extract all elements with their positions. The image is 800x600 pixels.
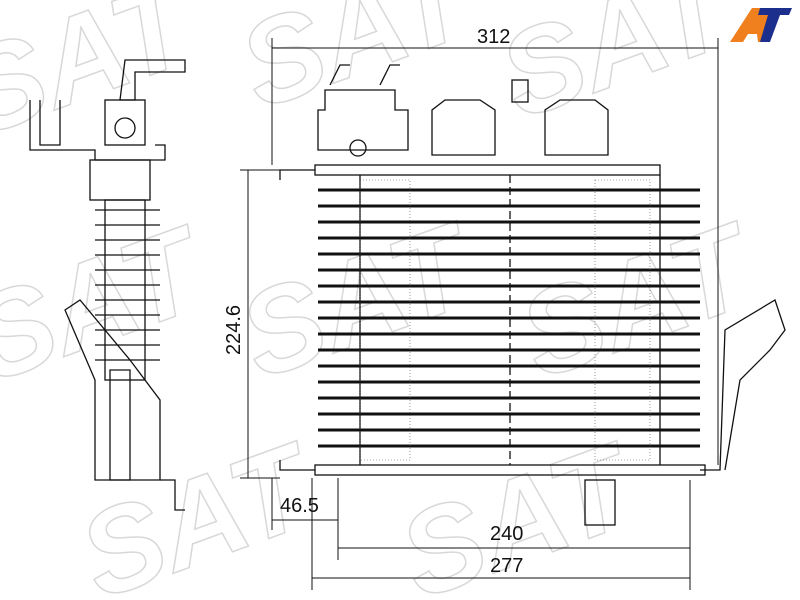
svg-text:SAT: SAT xyxy=(503,196,774,404)
logo xyxy=(730,8,792,42)
cooler-fins xyxy=(318,188,700,448)
dim-height: 224.6 xyxy=(223,305,245,355)
svg-text:SAT: SAT xyxy=(223,0,494,134)
side-view xyxy=(29,59,186,511)
svg-text:SAT: SAT xyxy=(0,0,215,161)
dim-inner-width: 240 xyxy=(490,523,523,545)
dim-offset: 46.5 xyxy=(280,495,319,517)
svg-text:SAT: SAT xyxy=(483,0,754,144)
dim-overall-width: 312 xyxy=(477,26,510,48)
fin-texture xyxy=(359,179,651,461)
dim-base-width: 277 xyxy=(490,555,523,577)
svg-text:SAT: SAT xyxy=(0,200,225,408)
svg-text:SAT: SAT xyxy=(223,196,494,404)
